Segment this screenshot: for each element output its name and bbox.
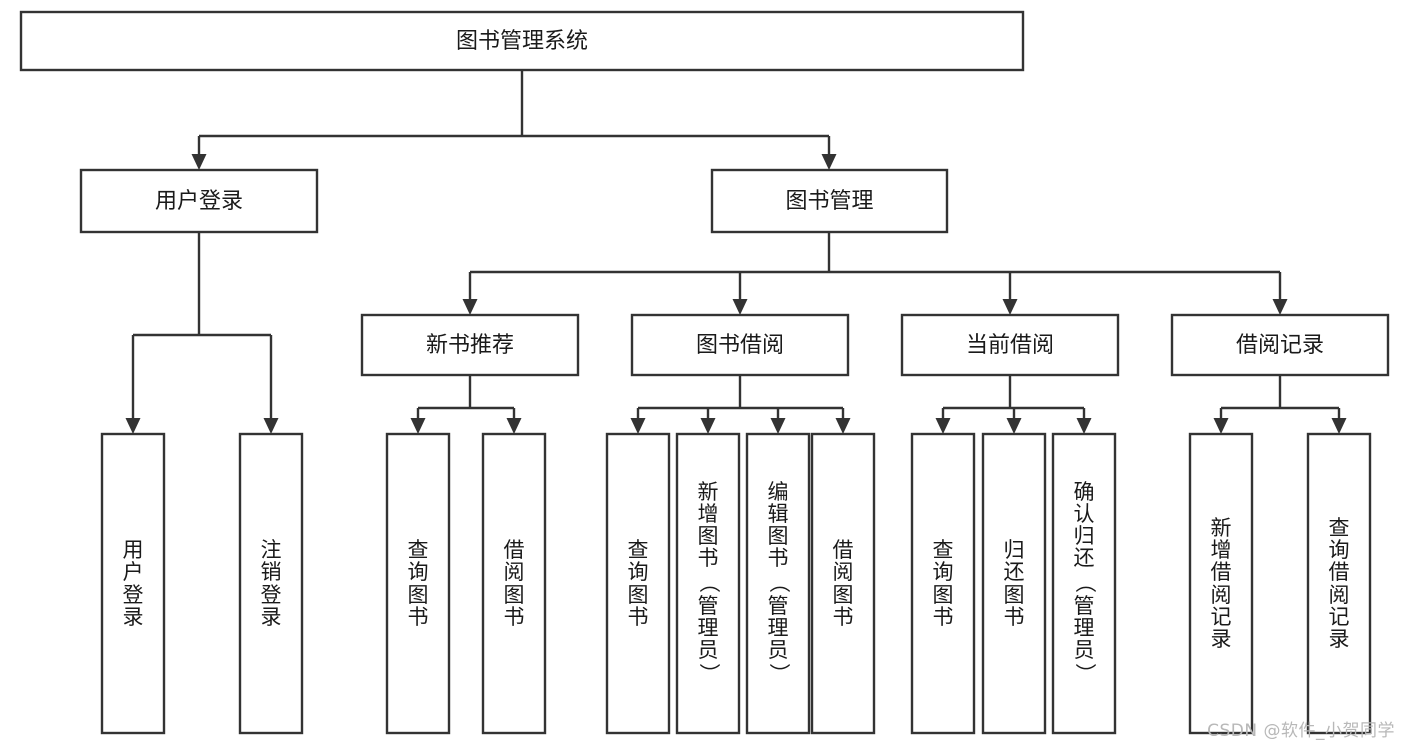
node-box-leaf-add-book[interactable]: [675, 432, 741, 735]
node-leaf-borrow-book-2[interactable]: [810, 432, 876, 735]
arrowhead-icon-borrow-to-leaf2: [700, 418, 716, 434]
node-user-login[interactable]: [79, 168, 319, 234]
node-leaf-query-record[interactable]: [1306, 432, 1372, 735]
arrowhead-icon-user-login-to-leaf1: [125, 418, 141, 434]
arrowhead-icon-root-to-user-login: [191, 154, 207, 170]
node-book-manage[interactable]: [710, 168, 949, 234]
node-leaf-add-book[interactable]: [675, 432, 741, 735]
node-box-user-login[interactable]: [79, 168, 319, 234]
arrowhead-icon-record-to-leaf2: [1331, 418, 1347, 434]
node-leaf-edit-book[interactable]: [745, 432, 811, 735]
node-box-leaf-borrow-book-1[interactable]: [481, 432, 547, 735]
arrowhead-icon-user-login-to-leaf2: [263, 418, 279, 434]
node-leaf-query-book-2[interactable]: [605, 432, 671, 735]
node-box-leaf-query-book-1[interactable]: [385, 432, 451, 735]
node-label-undefined: 图书管理系统: [456, 29, 588, 54]
node-box-book-manage[interactable]: [710, 168, 949, 234]
watermark-text: CSDN @软件_小贺同学: [1207, 721, 1395, 741]
node-box-layer: [19, 10, 1390, 735]
node-borrow-record[interactable]: [1170, 313, 1390, 377]
arrowhead-icon-recommend-to-leaf2: [506, 418, 522, 434]
node-leaf-borrow-book-1[interactable]: [481, 432, 547, 735]
node-leaf-confirm-return[interactable]: [1051, 432, 1117, 735]
arrowhead-icon-book-manage-to-l3-3: [1002, 299, 1018, 315]
arrowhead-icon-book-manage-to-l3-4: [1272, 299, 1288, 315]
node-box-leaf-return-book[interactable]: [981, 432, 1047, 735]
node-box-undefined[interactable]: [19, 10, 1025, 72]
node-box-leaf-confirm-return[interactable]: [1051, 432, 1117, 735]
arrowhead-icon-recommend-to-leaf1: [410, 418, 426, 434]
arrowhead-icon-current-to-leaf1: [935, 418, 951, 434]
node-leaf-add-record[interactable]: [1188, 432, 1254, 735]
node-box-leaf-user-logout[interactable]: [238, 432, 304, 735]
node-label-book-borrow: 图书借阅: [696, 333, 784, 358]
node-leaf-user-logout[interactable]: [238, 432, 304, 735]
node-box-leaf-query-book-2[interactable]: [605, 432, 671, 735]
node-box-leaf-query-book-3[interactable]: [910, 432, 976, 735]
node-box-current-borrow[interactable]: [900, 313, 1120, 377]
node-box-new-book-recommend[interactable]: [360, 313, 580, 377]
node-leaf-query-book-3[interactable]: [910, 432, 976, 735]
arrowhead-icon-borrow-to-leaf3: [770, 418, 786, 434]
arrowhead-icon-current-to-leaf2: [1006, 418, 1022, 434]
arrowhead-icon-book-manage-to-l3-1: [462, 299, 478, 315]
node-current-borrow[interactable]: [900, 313, 1120, 377]
node-box-borrow-record[interactable]: [1170, 313, 1390, 377]
arrowhead-icon-current-to-leaf3: [1076, 418, 1092, 434]
connector-layer: [125, 70, 1347, 434]
node-box-leaf-borrow-book-2[interactable]: [810, 432, 876, 735]
node-box-leaf-query-record[interactable]: [1306, 432, 1372, 735]
node-undefined[interactable]: [19, 10, 1025, 72]
node-box-book-borrow[interactable]: [630, 313, 850, 377]
arrowhead-icon-record-to-leaf1: [1213, 418, 1229, 434]
node-leaf-return-book[interactable]: [981, 432, 1047, 735]
node-box-leaf-edit-book[interactable]: [745, 432, 811, 735]
node-label-user-login: 用户登录: [155, 189, 243, 214]
node-box-leaf-add-record[interactable]: [1188, 432, 1254, 735]
node-new-book-recommend[interactable]: [360, 313, 580, 377]
node-label-book-manage: 图书管理: [785, 189, 873, 214]
node-leaf-query-book-1[interactable]: [385, 432, 451, 735]
arrowhead-icon-borrow-to-leaf4: [835, 418, 851, 434]
node-book-borrow[interactable]: [630, 313, 850, 377]
node-leaf-user-login[interactable]: [100, 432, 166, 735]
arrowhead-icon-book-manage-to-l3-2: [732, 299, 748, 315]
node-label-borrow-record: 借阅记录: [1236, 333, 1324, 358]
arrowhead-icon-root-to-book-manage: [821, 154, 837, 170]
node-label-new-book-recommend: 新书推荐: [426, 333, 514, 358]
arrowhead-icon-borrow-to-leaf1: [630, 418, 646, 434]
node-label-current-borrow: 当前借阅: [966, 333, 1054, 358]
node-box-leaf-user-login[interactable]: [100, 432, 166, 735]
